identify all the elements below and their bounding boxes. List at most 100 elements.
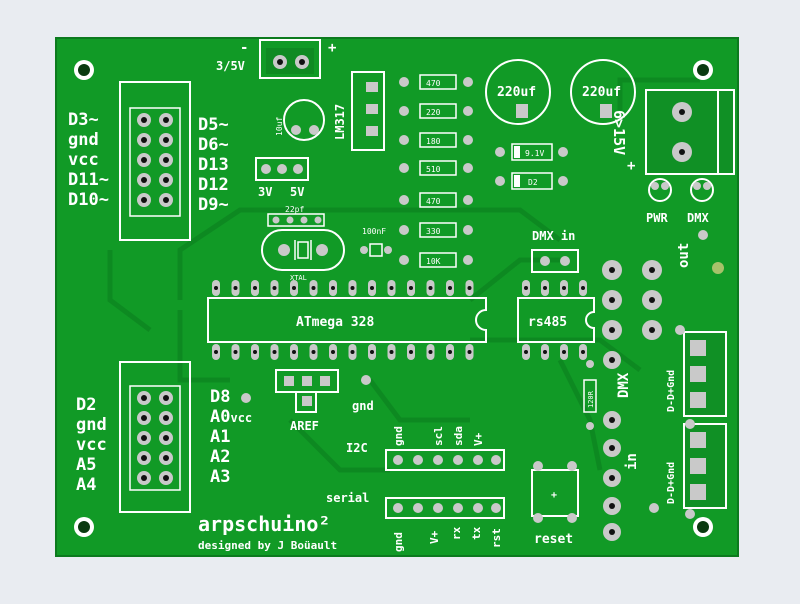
header-top-left-label: vcc	[68, 150, 99, 170]
serial-label: serial	[326, 491, 369, 505]
jumper-5v-label: 5V	[290, 185, 304, 199]
cap-10uf-footprint	[283, 99, 325, 141]
rs485-label: rs485	[528, 315, 567, 330]
resistor-120r-footprint	[583, 360, 597, 430]
serial-tx-label: tx	[470, 526, 483, 540]
i2c-scl-label: scl	[432, 426, 445, 446]
resistor-pad	[463, 163, 473, 173]
board-designer: designed by J Boüault	[198, 539, 337, 552]
cap-10uf-label: 10uf	[275, 117, 284, 136]
header-bottom-right-label: A2	[210, 447, 230, 467]
resistor-pad	[399, 195, 409, 205]
header-bottom-outline	[119, 361, 191, 513]
serial-gnd-label: gnd	[392, 532, 405, 552]
header-top-right-label: D6~	[198, 135, 229, 155]
cap-220uf-a	[485, 59, 551, 125]
crystal-footprint	[261, 229, 345, 271]
resistor-pad	[463, 135, 473, 145]
resistor-pad	[399, 225, 409, 235]
aref-label: AREF	[290, 419, 319, 433]
header-top-outline	[119, 81, 191, 241]
copper-traces	[107, 77, 700, 473]
i2c-label: I2C	[346, 441, 368, 455]
resistor-10k: 10K	[426, 257, 441, 266]
jumper-3v5v	[255, 157, 309, 181]
dmx-in-terminal-block	[683, 423, 727, 509]
serial-vplus-label: V+	[428, 530, 441, 544]
header-bottom-left-label: A4	[76, 475, 96, 495]
resistor-pad	[463, 77, 473, 87]
resistor-pad	[399, 77, 409, 87]
resistor-120r-label: 120R	[587, 390, 595, 408]
diode-d2	[495, 172, 568, 190]
dmx-out-label: out	[676, 243, 692, 268]
cap-22pf-footprint	[267, 213, 325, 227]
serial-rst-label: rst	[490, 528, 503, 548]
input-voltage-label: 6>15V	[610, 110, 628, 155]
dmx-out-terminal-block	[683, 331, 727, 417]
power-minus-label: -	[240, 40, 248, 56]
cap-22pf-label: 22pf	[285, 205, 304, 214]
cap-220uf-b	[570, 59, 636, 125]
led-pwr	[648, 178, 672, 202]
header-bottom-right-label: A3	[210, 467, 230, 487]
header-bottom-left-label: gnd	[76, 415, 107, 435]
i2c-sda-label: sda	[452, 426, 465, 446]
power-35v-label: 3/5V	[216, 59, 245, 73]
input-plus-label: +	[627, 158, 635, 174]
diode-91v-label: 9.1V	[525, 149, 544, 158]
header-bottom-right-label: A0vcc	[210, 407, 252, 427]
i2c-gnd-label: gnd	[392, 426, 405, 446]
dmx-in-label: DMX in	[532, 229, 575, 243]
dmx-in-jumper	[531, 249, 579, 273]
resistor-470-b: 470	[426, 197, 441, 206]
rs485-footprint	[517, 297, 595, 343]
cap-220uf-a-label: 220uf	[497, 85, 536, 100]
vcc-suffix: vcc	[230, 411, 252, 425]
resistor-330: 330	[426, 227, 441, 236]
cap-100nf-label: 100nF	[362, 227, 386, 236]
header-top-right-label: D9~	[198, 195, 229, 215]
resistor-180: 180	[426, 137, 441, 146]
input-terminal-block	[645, 89, 735, 175]
led-pwr-label: PWR	[646, 211, 668, 225]
header-top-left-label: D10~	[68, 190, 109, 210]
xlr-in-pads	[603, 351, 621, 541]
header-bottom-left-label: A5	[76, 455, 96, 475]
atmega-footprint	[207, 297, 487, 343]
resistor-pad	[399, 135, 409, 145]
resistor-pad	[463, 255, 473, 265]
cap-220uf-b-label: 220uf	[582, 85, 621, 100]
board-title: arpschuino²	[198, 512, 330, 536]
serial-header	[385, 497, 505, 519]
header-bottom-right-label: D8	[210, 387, 230, 407]
dmx-in-side-label: in	[624, 453, 640, 470]
reset-label: reset	[534, 532, 573, 547]
rs485-pins	[522, 280, 587, 360]
pcb-board-edge	[55, 37, 739, 557]
lm317-label: LM317	[333, 104, 347, 140]
resistor-220: 220	[426, 108, 441, 117]
resistor-pad	[399, 163, 409, 173]
xlr-out-pads	[602, 260, 662, 340]
lm317-footprint	[351, 71, 385, 151]
header-top-right-label: D12	[198, 175, 229, 195]
resistor-pad	[463, 195, 473, 205]
serial-rx-label: rx	[450, 526, 463, 540]
jumper-3v-label: 3V	[258, 185, 272, 199]
resistor-pad	[463, 106, 473, 116]
header-bottom-right-label: A1	[210, 427, 230, 447]
diode-d2-label: D2	[528, 178, 538, 187]
cap-100nf-footprint	[360, 243, 392, 257]
terminal-in-label: D-D+Gnd	[666, 462, 677, 504]
resistor-column	[399, 74, 473, 268]
resistor-pad	[463, 225, 473, 235]
atmega-label: ATmega 328	[296, 315, 374, 330]
crystal-label: XTAL	[290, 274, 307, 282]
led-dmx	[690, 178, 714, 202]
